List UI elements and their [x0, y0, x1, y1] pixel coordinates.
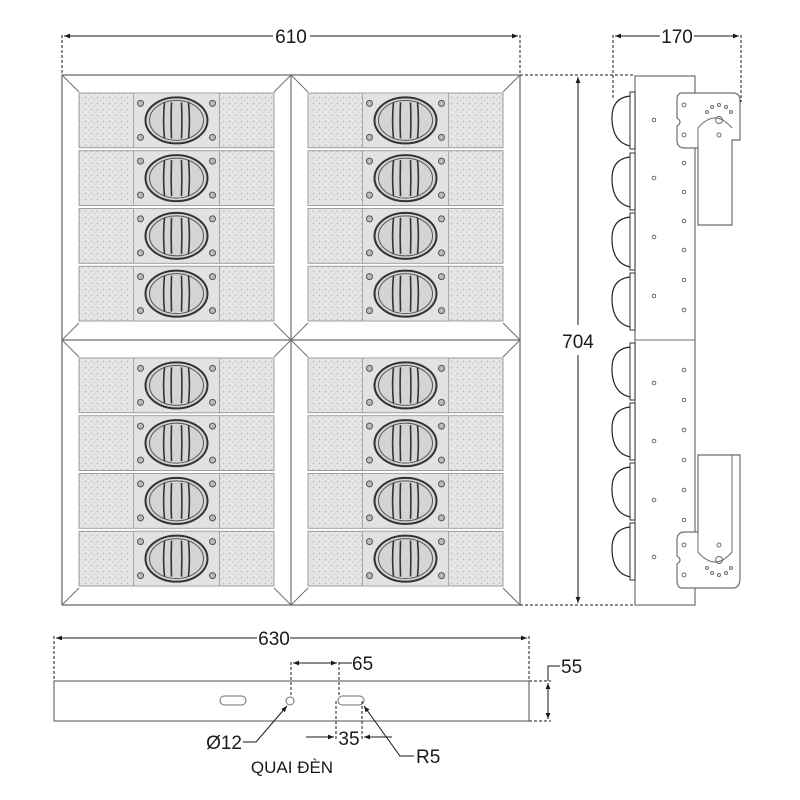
width-dimension: 610: [61, 27, 521, 75]
screw-hole: [681, 218, 687, 224]
led-module: [307, 473, 504, 529]
led-panel: [290, 74, 521, 341]
led-module: [307, 92, 504, 149]
led-module: [307, 265, 504, 322]
depth-dimension: 170: [612, 27, 742, 102]
depth-dim-label: 170: [661, 27, 693, 48]
screw-hole: [651, 117, 657, 123]
screw-hole: [681, 487, 687, 493]
mount-hole: [285, 696, 295, 706]
led-module: [78, 473, 275, 529]
length-dimension: 630: [53, 629, 530, 681]
lens-icon: [144, 534, 209, 583]
led-module: [78, 415, 275, 471]
lens-icon: [373, 269, 438, 318]
lens-icon: [144, 476, 209, 525]
height-dim-label: 704: [562, 332, 594, 353]
hole-diameter-callout: Ø12: [206, 705, 288, 754]
screw-hole: [681, 367, 687, 373]
hole-spacing-label: 65: [352, 654, 373, 675]
top-bracket: [676, 92, 741, 226]
lens-icon: [373, 96, 438, 145]
lens-icon: [144, 211, 209, 260]
screw-hole: [681, 427, 687, 433]
side-lens: [611, 212, 636, 271]
lens-icon: [373, 211, 438, 260]
led-module: [307, 150, 504, 206]
lens-icon: [144, 269, 209, 318]
led-panel: [61, 74, 292, 341]
width-dim-label: 610: [275, 27, 307, 48]
led-module: [307, 208, 504, 264]
lens-icon: [373, 154, 438, 203]
lens-icon: [373, 419, 438, 468]
screw-hole: [651, 175, 657, 181]
slot-length-label: 35: [338, 729, 359, 750]
led-module: [78, 265, 275, 322]
slot-radius-label: R5: [416, 747, 440, 768]
lens-icon: [373, 476, 438, 525]
slot-radius-callout: R5: [363, 705, 440, 768]
side-lens: [611, 522, 636, 581]
screw-hole: [681, 457, 687, 463]
led-module: [307, 415, 504, 471]
lens-icon: [144, 419, 209, 468]
screw-hole: [681, 397, 687, 403]
front-view: [61, 74, 521, 606]
lens-icon: [144, 96, 209, 145]
screw-hole: [681, 189, 687, 195]
screw-hole: [651, 380, 657, 386]
lens-icon: [144, 154, 209, 203]
screw-hole: [651, 497, 657, 503]
screw-hole: [651, 293, 657, 299]
screw-hole: [681, 307, 687, 313]
side-lens: [611, 152, 636, 211]
lens-icon: [373, 534, 438, 583]
lens-icon: [144, 361, 209, 410]
hole-spacing-dimension: 65: [290, 654, 373, 697]
lens-icon: [373, 361, 438, 410]
side-lens: [611, 462, 636, 521]
height-dimension: 704: [520, 74, 635, 606]
screw-hole: [651, 234, 657, 240]
bracket-label: QUAI ĐÈN: [251, 758, 333, 777]
led-module: [78, 150, 275, 206]
screw-hole: [681, 247, 687, 253]
bottom-height-label: 55: [561, 657, 582, 678]
led-module: [78, 357, 275, 414]
side-lens: [611, 342, 636, 401]
led-panel: [290, 339, 521, 606]
screw-hole: [651, 438, 657, 444]
slot-length-dimension: 35: [306, 701, 392, 750]
right-slot: [337, 695, 365, 706]
side-lens: [611, 91, 636, 150]
led-module: [78, 92, 275, 149]
left-slot: [219, 695, 247, 706]
led-module: [78, 530, 275, 587]
led-module: [307, 530, 504, 587]
bottom-height-dimension: 55: [529, 657, 582, 722]
screw-hole: [681, 277, 687, 283]
bottom-bracket: [676, 454, 741, 589]
side-lens: [611, 402, 636, 461]
led-module: [78, 208, 275, 264]
length-dim-label: 630: [258, 629, 290, 650]
side-view: [611, 75, 741, 606]
hole-diameter-label: Ø12: [206, 733, 242, 754]
side-lens: [611, 272, 636, 331]
screw-hole: [681, 160, 687, 166]
screw-hole: [681, 517, 687, 523]
led-module: [307, 357, 504, 414]
led-panel: [61, 339, 292, 606]
screw-hole: [651, 554, 657, 560]
